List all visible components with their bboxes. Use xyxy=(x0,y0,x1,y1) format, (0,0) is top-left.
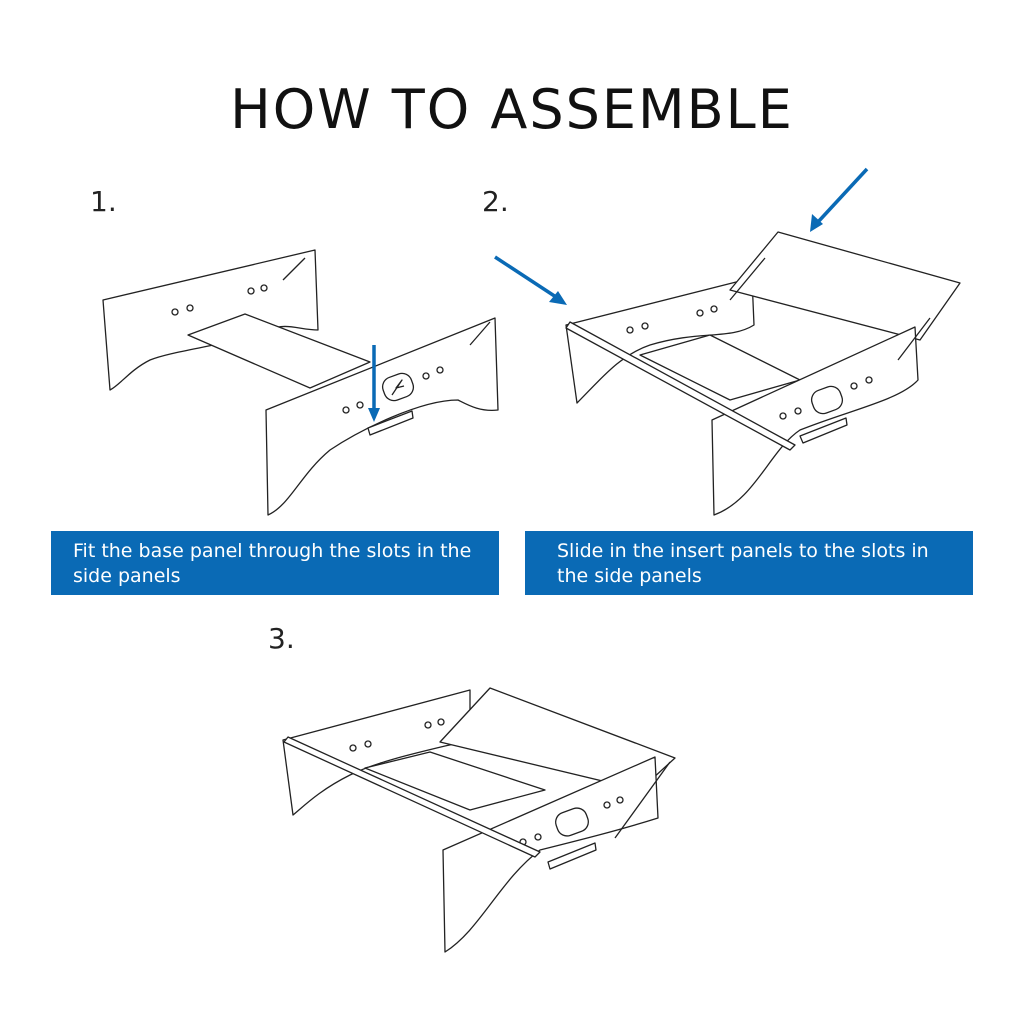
step-2-illustration xyxy=(494,167,961,516)
insert-panel-right xyxy=(729,231,961,341)
step-3-number: 3. xyxy=(268,622,295,655)
step-1-number: 1. xyxy=(90,185,117,218)
insert-panel-left xyxy=(565,321,796,451)
arrow-icon xyxy=(494,255,557,299)
step-2-number: 2. xyxy=(482,185,509,218)
base-panel xyxy=(187,313,371,389)
step-1-illustration xyxy=(102,249,499,516)
step-3-illustration xyxy=(282,687,676,953)
arrow-icon xyxy=(816,167,869,224)
insert-panel-left xyxy=(283,736,541,858)
step-2-caption: Slide in the insert panels to the slots … xyxy=(525,531,973,595)
step-1-caption: Fit the base panel through the slots in … xyxy=(51,531,499,595)
page-title: HOW TO ASSEMBLE xyxy=(230,78,794,141)
